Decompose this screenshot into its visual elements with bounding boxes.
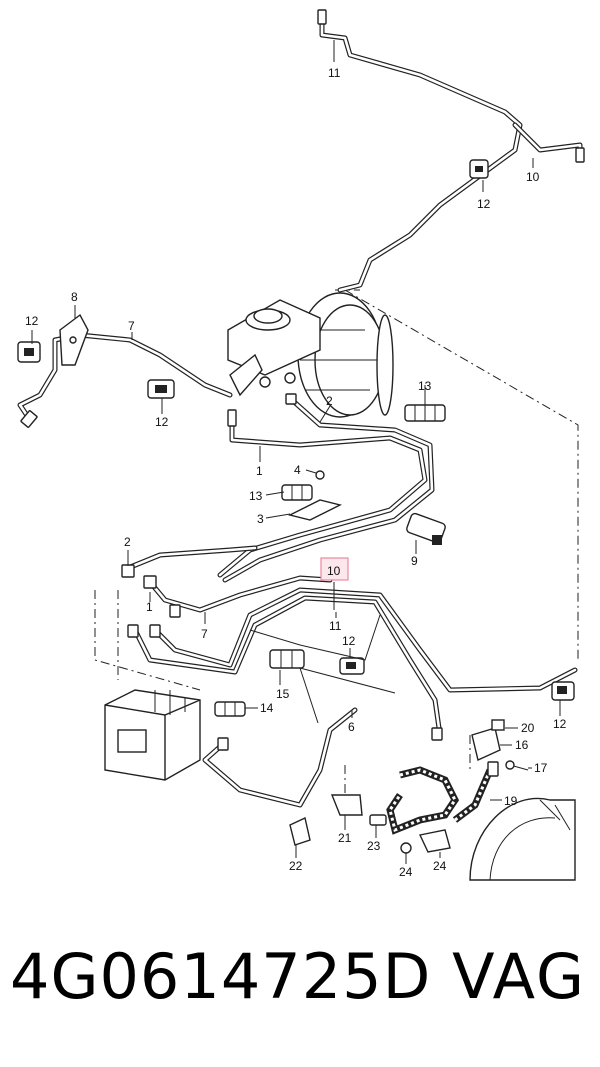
callout-12-top: 12 (477, 197, 491, 211)
callout-2-top: 2 (326, 394, 333, 408)
callout-21: 21 (338, 831, 352, 845)
brake-line-diagram: 11 10 12 8 7 12 12 2 1 4 13 3 13 9 2 1 7… (17, 9, 585, 881)
callout-3: 3 (257, 512, 264, 526)
callout-20: 20 (521, 721, 535, 735)
abs-unit (104, 689, 201, 781)
callout-4: 4 (294, 463, 301, 477)
callout-2-left: 2 (124, 535, 131, 549)
callout-12-bottom-right: 12 (553, 717, 567, 731)
callout-16: 16 (515, 738, 529, 752)
callout-1-top: 1 (256, 464, 263, 478)
callout-7-top: 7 (128, 319, 135, 333)
callout-1-left: 1 (146, 600, 153, 614)
brake-lines (17, 17, 583, 808)
highlight-box (320, 557, 349, 581)
callout-6: 6 (348, 720, 355, 734)
callout-17: 17 (534, 761, 548, 775)
callout-24-right: 24 (433, 859, 447, 873)
part-number: 4G0614725D (10, 940, 432, 1013)
callout-14: 14 (260, 701, 274, 715)
callout-12-left: 12 (25, 314, 39, 328)
callout-22: 22 (289, 859, 303, 873)
callout-19: 19 (504, 794, 518, 808)
callout-11-top: 11 (328, 66, 341, 80)
callout-23: 23 (367, 839, 381, 853)
callout-15: 15 (276, 687, 290, 701)
callout-10-top: 10 (526, 170, 540, 184)
callout-13-top: 13 (418, 379, 432, 393)
callout-13-mid: 13 (249, 489, 263, 503)
callout-10-highlighted: 10 (327, 564, 341, 578)
leader-lines (31, 40, 561, 864)
callout-12-mid: 12 (155, 415, 169, 429)
brake-disc (469, 797, 576, 881)
brake-hoses (386, 766, 494, 835)
callout-9: 9 (411, 554, 418, 568)
callout-24-left: 24 (399, 865, 413, 879)
callout-12-right-mid: 12 (342, 634, 356, 648)
callout-7-lower: 7 (201, 627, 208, 641)
dashed-outline (94, 289, 579, 800)
brand-name: VAG (452, 940, 586, 1013)
callout-labels: 11 10 12 8 7 12 12 2 1 4 13 3 13 9 2 1 7… (25, 66, 567, 879)
fittings (20, 9, 585, 777)
callout-8: 8 (71, 290, 78, 304)
clips (17, 159, 575, 854)
master-cylinder (227, 299, 321, 397)
callout-11-lower: 11 (329, 619, 342, 633)
brake-servo (297, 292, 394, 418)
footer: 4G0614725D VAG (0, 940, 600, 1040)
